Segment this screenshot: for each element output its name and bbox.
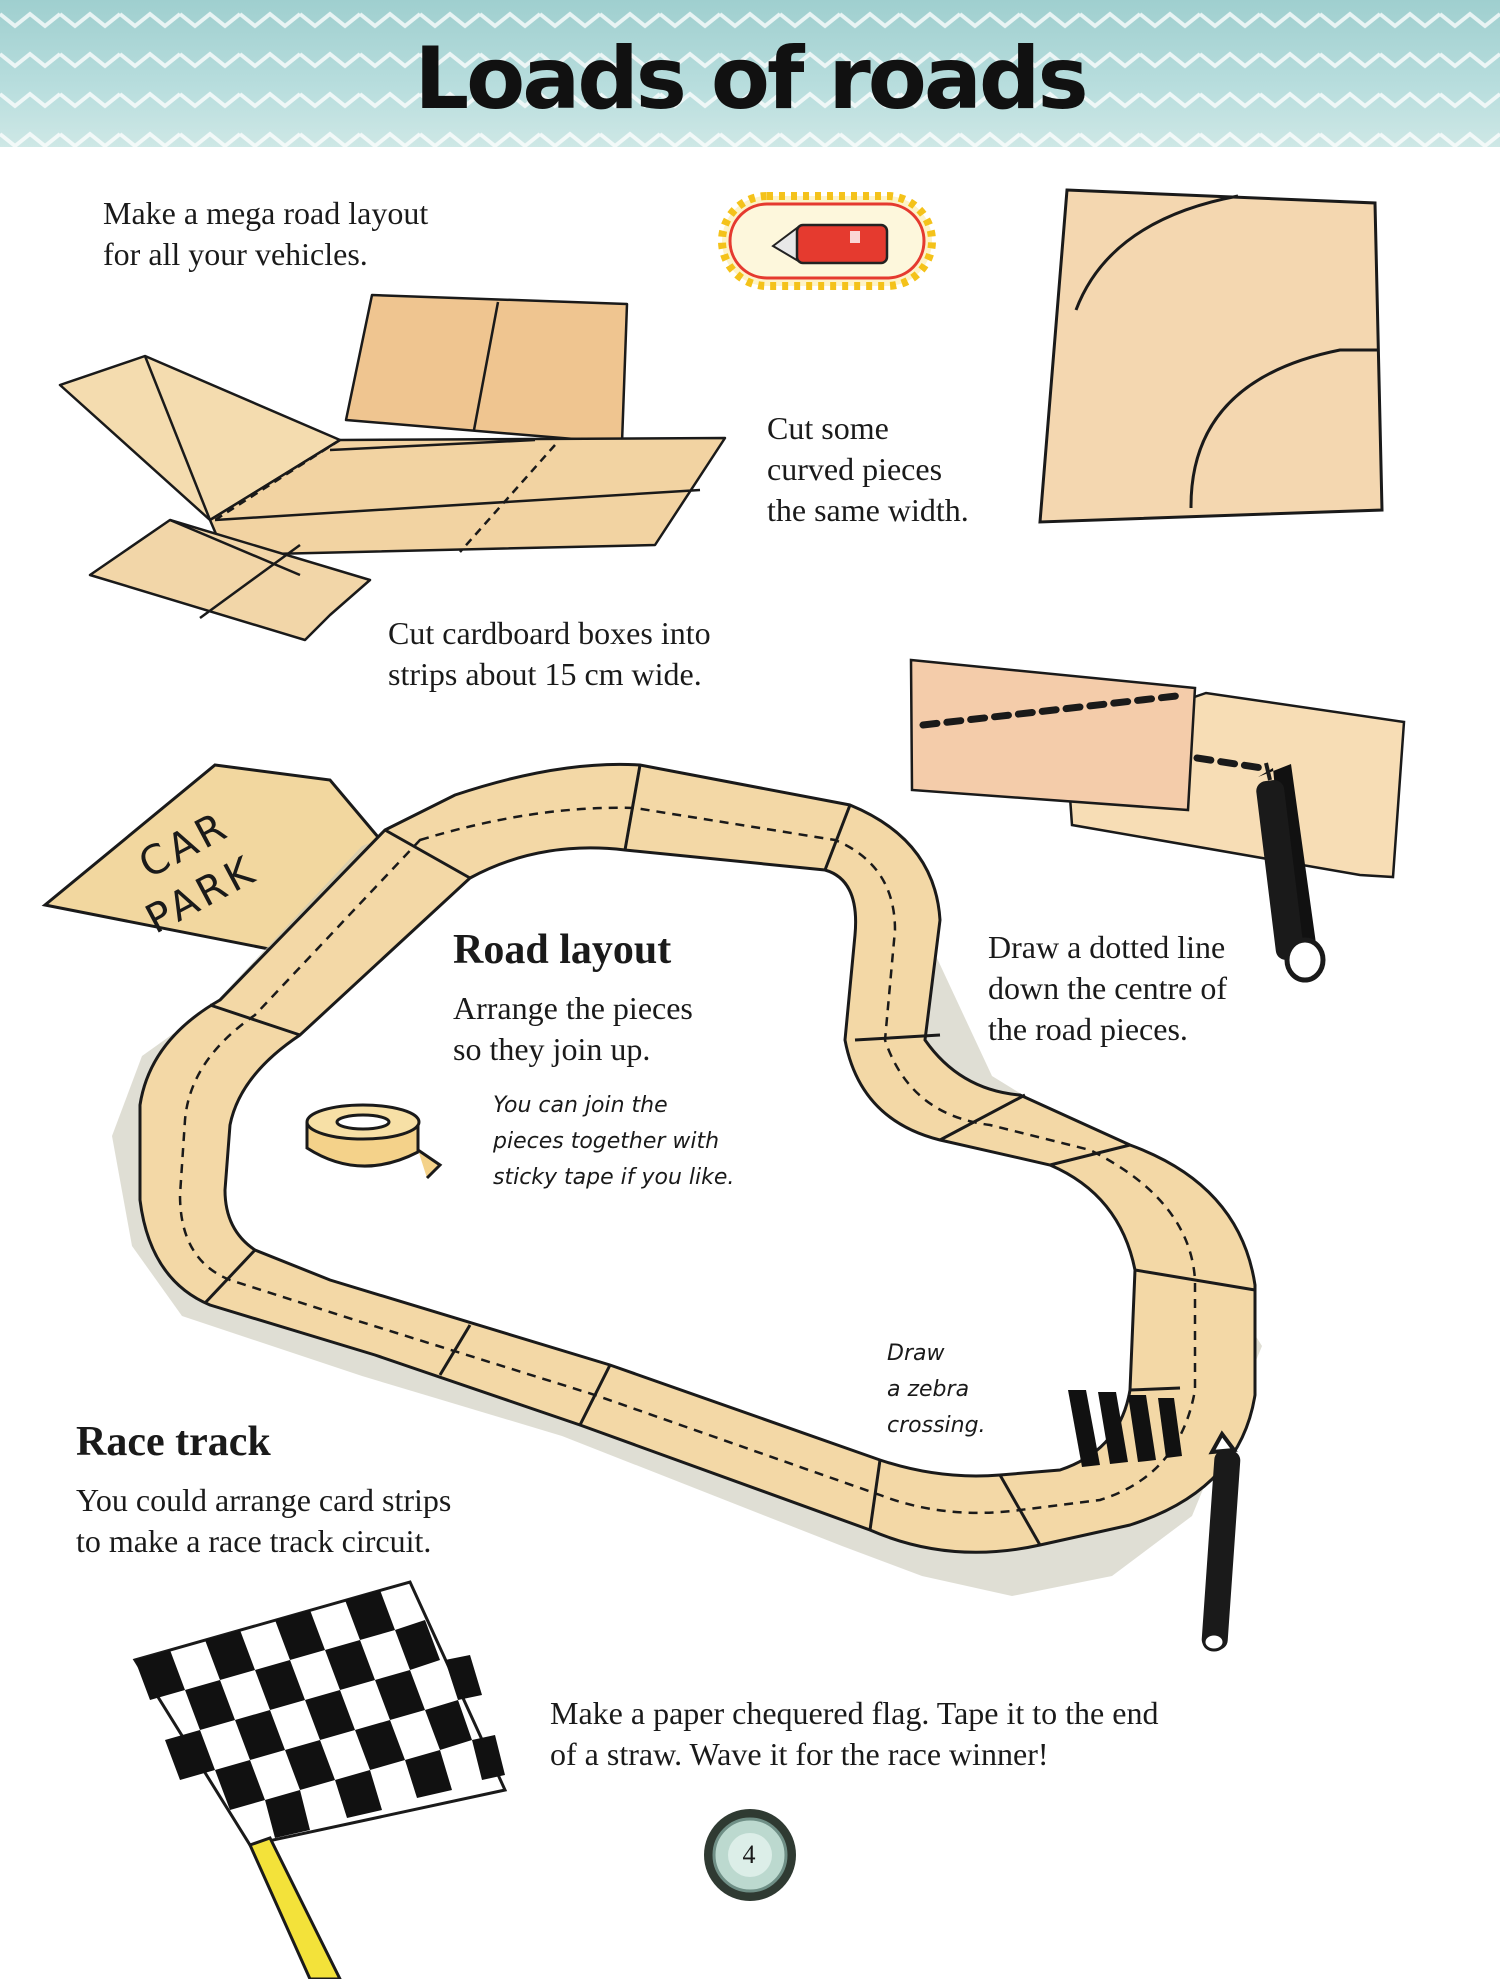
cardboard-box-unfolded: [58, 293, 727, 642]
road-layout-line: so they join up.: [453, 1031, 651, 1067]
strips-instruction: Cut cardboard boxes into strips about 15…: [388, 613, 711, 695]
page-number: 4: [742, 1840, 756, 1869]
curves-line: Cut some: [767, 410, 889, 446]
race-track-line: You could arrange card strips: [76, 1482, 452, 1518]
dotted-line-line: Draw a dotted line: [988, 929, 1226, 965]
tape-tip-line: sticky tape if you like.: [493, 1165, 735, 1190]
curves-instruction: Cut some curved pieces the same width.: [767, 408, 969, 531]
craft-knife-icon: [771, 223, 889, 265]
dotted-line-line: the road pieces.: [988, 1011, 1188, 1047]
felt-pen-icon: [1201, 1430, 1241, 1652]
chequered-flag-icon: [132, 1580, 508, 1979]
zebra-crossing: [1068, 1390, 1182, 1467]
intro-line: for all your vehicles.: [103, 236, 368, 272]
tape-tip-line: You can join the: [493, 1093, 668, 1118]
marker-pen-icon: [1256, 762, 1326, 983]
sticky-tape-icon: [305, 1103, 443, 1180]
tape-tip: You can join the pieces together with st…: [493, 1088, 734, 1196]
flag-tip-line: Make a paper chequered flag. Tape it to …: [550, 1695, 1159, 1731]
strips-line: strips about 15 cm wide.: [388, 656, 702, 692]
road-layout-heading: Road layout: [453, 927, 672, 973]
intro-line: Make a mega road layout: [103, 195, 429, 231]
curves-line: curved pieces: [767, 451, 943, 487]
curved-pieces-card: [1038, 188, 1384, 524]
race-track-heading: Race track: [76, 1419, 271, 1465]
craft-knife-badge: [718, 192, 936, 290]
road-track: [112, 762, 1262, 1596]
strips-line: Cut cardboard boxes into: [388, 615, 711, 651]
header-chevron-pattern: [0, 0, 1500, 150]
road-layout-text: Arrange the pieces so they join up.: [453, 988, 693, 1070]
curves-line: the same width.: [767, 492, 969, 528]
wheel-icon: [704, 1809, 796, 1901]
zebra-tip-line: crossing.: [887, 1413, 986, 1438]
dotted-line-line: down the centre of: [988, 970, 1228, 1006]
dotted-line-cards: [909, 658, 1406, 879]
dotted-line-instruction: Draw a dotted line down the centre of th…: [988, 927, 1227, 1050]
page-title: Loads of roads: [414, 29, 1088, 129]
zebra-tip-line: a zebra: [887, 1377, 970, 1402]
tape-tip-line: pieces together with: [493, 1129, 720, 1154]
zebra-tip: Draw a zebra crossing.: [887, 1336, 986, 1444]
flag-tip: Make a paper chequered flag. Tape it to …: [550, 1693, 1158, 1775]
flag-tip-line: of a straw. Wave it for the race winner!: [550, 1736, 1049, 1772]
road-layout-line: Arrange the pieces: [453, 990, 693, 1026]
intro-text: Make a mega road layout for all your veh…: [103, 193, 428, 275]
race-track-line: to make a race track circuit.: [76, 1523, 432, 1559]
zebra-tip-line: Draw: [887, 1341, 945, 1366]
race-track-text: You could arrange card strips to make a …: [76, 1480, 451, 1562]
